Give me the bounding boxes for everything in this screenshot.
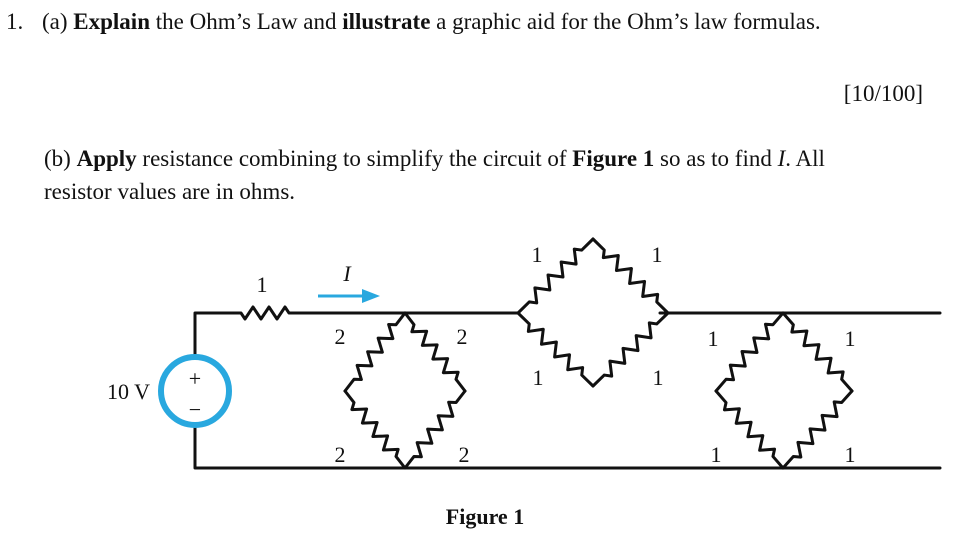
circuit-wires <box>193 237 942 470</box>
part-b-text-line2: resistor values are in ohms. <box>44 179 296 204</box>
bridge3-r-top-left <box>714 311 785 393</box>
marks-label: [10/100] <box>843 81 923 106</box>
bridge2-r-bottom-right <box>591 311 670 388</box>
current-label: I <box>342 261 352 286</box>
bridge1-r-bottom-right <box>403 389 467 470</box>
source-minus: − <box>189 397 201 422</box>
bridge3-r-bottom-left-label: 1 <box>711 442 722 467</box>
bridge2-r-top-right <box>591 237 670 315</box>
source-voltage-label: 10 V <box>107 379 150 404</box>
bridge3-r-bottom-right <box>781 389 854 470</box>
bridge3-r-bottom-right-label: 1 <box>845 442 856 467</box>
voltage-source <box>158 354 232 428</box>
bridge2-r-top-right-label: 1 <box>652 242 663 267</box>
bridge2-r-bottom-left <box>516 311 595 388</box>
bridge2-r-bottom-right-label: 1 <box>653 365 664 390</box>
bridge3-r-bottom-left <box>714 389 785 470</box>
bridge1-r-bottom-right-label: 2 <box>459 442 470 467</box>
bridge3-r-top-right <box>781 311 854 393</box>
bridge1-r-top-left-label: 2 <box>335 324 346 349</box>
bridge2-r-top-left-label: 1 <box>532 242 543 267</box>
figure-caption: Figure 1 <box>446 504 524 529</box>
bridge1-r-bottom-left-label: 2 <box>335 442 346 467</box>
bridge2-r-top-left <box>516 237 595 315</box>
source-plus: + <box>189 366 201 391</box>
bridge1-r-bottom-left <box>343 389 407 470</box>
current-arrow-head <box>362 289 380 303</box>
wire-left-top <box>193 311 237 359</box>
part-b-text-line1: (b) Apply resistance combining to simpli… <box>44 146 825 171</box>
series-resistor <box>233 305 297 321</box>
bridge3-r-top-right-label: 1 <box>845 326 856 351</box>
bridge1-r-top-right <box>403 311 467 393</box>
bridge3-r-top-left-label: 1 <box>708 326 719 351</box>
bridge1-r-top-right-label: 2 <box>457 324 468 349</box>
wire-bottom <box>193 423 942 470</box>
part-a-text: (a) Explain the Ohm’s Law and illustrate… <box>42 9 821 34</box>
bridge2-r-bottom-left-label: 1 <box>533 365 544 390</box>
question-number: 1. <box>6 9 24 34</box>
bridge1-r-top-left <box>343 311 407 393</box>
series-resistor-label: 1 <box>257 272 268 297</box>
